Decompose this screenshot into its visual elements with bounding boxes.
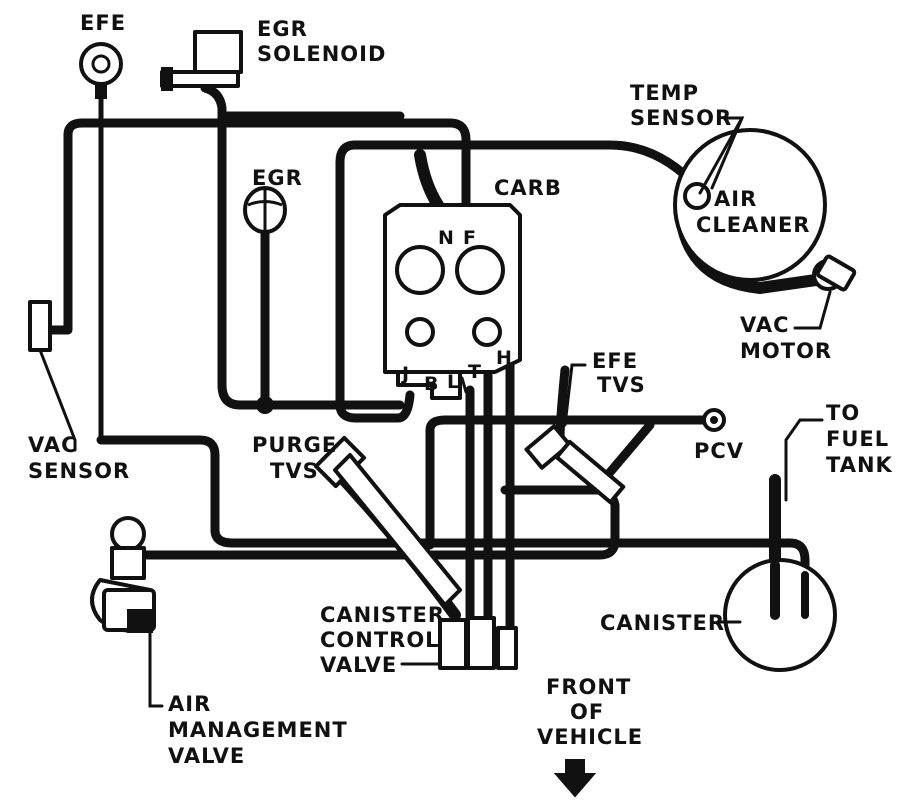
label-temp-sensor-line1: TEMP: [630, 81, 699, 105]
label-temp-sensor-line2: SENSOR: [630, 106, 732, 130]
port-t: T: [468, 361, 481, 383]
port-l: L: [447, 371, 459, 393]
label-canister: CANISTER: [600, 611, 725, 635]
vac-sensor-component: [28, 300, 52, 352]
hose-egr-solenoid-carb: [200, 83, 405, 121]
hose-pcv: [425, 415, 717, 550]
port-j: J: [400, 363, 409, 385]
hose-canister-right: [755, 538, 810, 615]
label-carb: CARB: [494, 176, 562, 200]
label-to-fuel-tank-line3: TANK: [826, 453, 893, 477]
air-cleaner-component: [673, 128, 857, 292]
efe-component: [79, 42, 123, 99]
egr-solenoid-component: [160, 30, 243, 91]
hose-top-main: [45, 118, 471, 335]
label-egr: EGR: [252, 166, 303, 190]
hose-carb-n: [414, 149, 444, 211]
efe-tvs-component: [524, 424, 626, 505]
port-b: B: [424, 373, 438, 395]
port-f: F: [463, 227, 476, 249]
label-to-fuel-tank-line1: TO: [826, 401, 860, 425]
label-efe-tvs-line2: TVS: [597, 373, 646, 397]
label-canister-control-valve-line2: CONTROL: [320, 628, 440, 652]
label-efe: EFE: [80, 11, 126, 35]
hose-lower-left: [96, 435, 765, 548]
port-h: H: [496, 347, 512, 369]
label-vac-sensor-line1: VAC: [28, 433, 78, 457]
label-efe-tvs-line1: EFE: [592, 349, 638, 373]
label-front-of-vehicle-line2: OF: [570, 700, 604, 724]
egr-valve-component: [243, 186, 287, 414]
label-vac-sensor-line2: SENSOR: [28, 459, 130, 483]
label-vac-motor-line1: VAC: [740, 313, 790, 337]
hose-solenoid-egr: [217, 105, 405, 410]
label-air-management-valve-line2: MANAGEMENT: [168, 718, 348, 742]
label-purge-tvs-line2: TVS: [270, 459, 319, 483]
pcv-component: [702, 408, 726, 432]
hose-efe-tvs: [555, 365, 570, 445]
purge-tvs-component: [313, 435, 462, 607]
label-air-management-valve-line1: AIR: [168, 692, 211, 716]
label-air-cleaner-line2: CLEANER: [696, 213, 810, 237]
hose-air-cleaner-loop: [335, 140, 705, 423]
carburetor-component: [383, 203, 522, 400]
arrow-down-icon: [553, 759, 597, 798]
label-canister-control-valve-line1: CANISTER: [320, 603, 445, 627]
label-egr-solenoid-line1: EGR: [257, 17, 308, 41]
label-pcv: PCV: [694, 439, 744, 463]
canister-component: [723, 558, 837, 672]
carb-port-labels: N F J B L T H: [400, 227, 512, 395]
port-n: N: [438, 227, 454, 249]
label-air-management-valve-line3: VALVE: [168, 744, 245, 768]
label-purge-tvs-line1: PURGE: [252, 433, 337, 457]
label-canister-control-valve-line3: VALVE: [320, 653, 397, 677]
canister-control-valve-component: [438, 616, 518, 670]
label-front-of-vehicle-line1: FRONT: [546, 675, 631, 699]
labels: EFE EGR SOLENOID EGR CARB TEMP SENSOR AI…: [28, 11, 893, 768]
leader-lines: [38, 116, 832, 708]
label-front-of-vehicle-line3: VEHICLE: [537, 725, 643, 749]
label-egr-solenoid-line2: SOLENOID: [257, 42, 386, 66]
label-to-fuel-tank-line2: FUEL: [826, 427, 889, 451]
label-vac-motor-line2: MOTOR: [740, 339, 832, 363]
air-management-valve-component: [90, 516, 156, 633]
label-air-cleaner-line1: AIR: [714, 187, 757, 211]
